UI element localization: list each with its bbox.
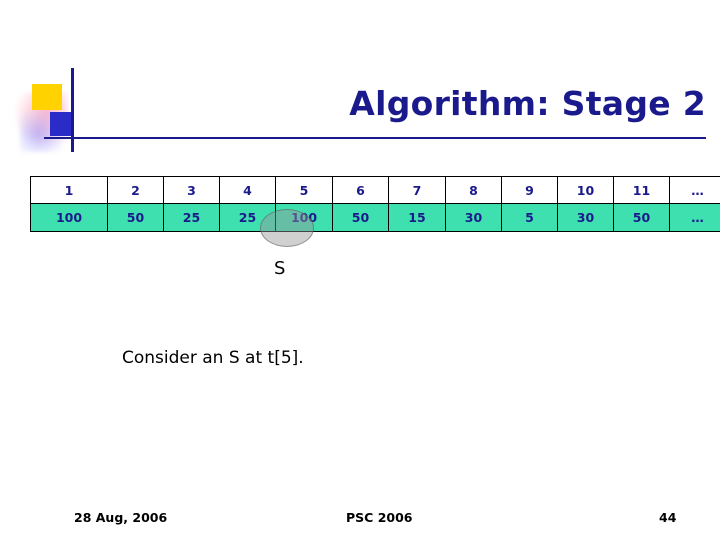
- index-cell: 2: [107, 176, 164, 204]
- value-cell: 25: [219, 203, 276, 232]
- value-cell: 50: [613, 203, 670, 232]
- value-cell: 25: [163, 203, 220, 232]
- slide-logo: [14, 68, 106, 152]
- logo-yellow-square-icon: [32, 84, 62, 110]
- index-cell: 10: [557, 176, 614, 204]
- page-title: Algorithm: Stage 2: [349, 84, 706, 123]
- value-cell: 30: [557, 203, 614, 232]
- table-row-indices: 1 2 3 4 5 6 7 8 9 10 11 …: [30, 176, 720, 204]
- logo-vertical-rule: [71, 68, 74, 152]
- index-cell: 4: [219, 176, 276, 204]
- index-cell: 6: [332, 176, 389, 204]
- index-cell: …: [669, 176, 720, 204]
- footer-page-number: 44: [659, 510, 677, 525]
- index-cell: 5: [275, 176, 333, 204]
- footer-conference: PSC 2006: [346, 510, 413, 525]
- table-row-values: 100 50 25 25 100 50 15 30 5 30 50 …: [30, 203, 720, 232]
- footer-date: 28 Aug, 2006: [74, 510, 168, 525]
- value-cell: 15: [388, 203, 446, 232]
- index-cell: 11: [613, 176, 670, 204]
- value-cell: 50: [332, 203, 389, 232]
- index-cell: 1: [30, 176, 108, 204]
- index-cell: 7: [388, 176, 446, 204]
- s-marker-label: S: [274, 258, 286, 279]
- title-underline: [44, 137, 706, 139]
- logo-blue-square-icon: [50, 112, 74, 136]
- value-cell-highlighted: 100: [275, 203, 333, 232]
- index-cell: 8: [445, 176, 502, 204]
- value-cell: 100: [30, 203, 108, 232]
- slide-body-text: Consider an S at t[5].: [122, 348, 304, 368]
- value-cell: 30: [445, 203, 502, 232]
- array-table: 1 2 3 4 5 6 7 8 9 10 11 … 100 50 25 25 1…: [30, 176, 720, 232]
- value-cell: 5: [501, 203, 558, 232]
- index-cell: 9: [501, 176, 558, 204]
- value-cell: 50: [107, 203, 164, 232]
- index-cell: 3: [163, 176, 220, 204]
- value-cell: …: [669, 203, 720, 232]
